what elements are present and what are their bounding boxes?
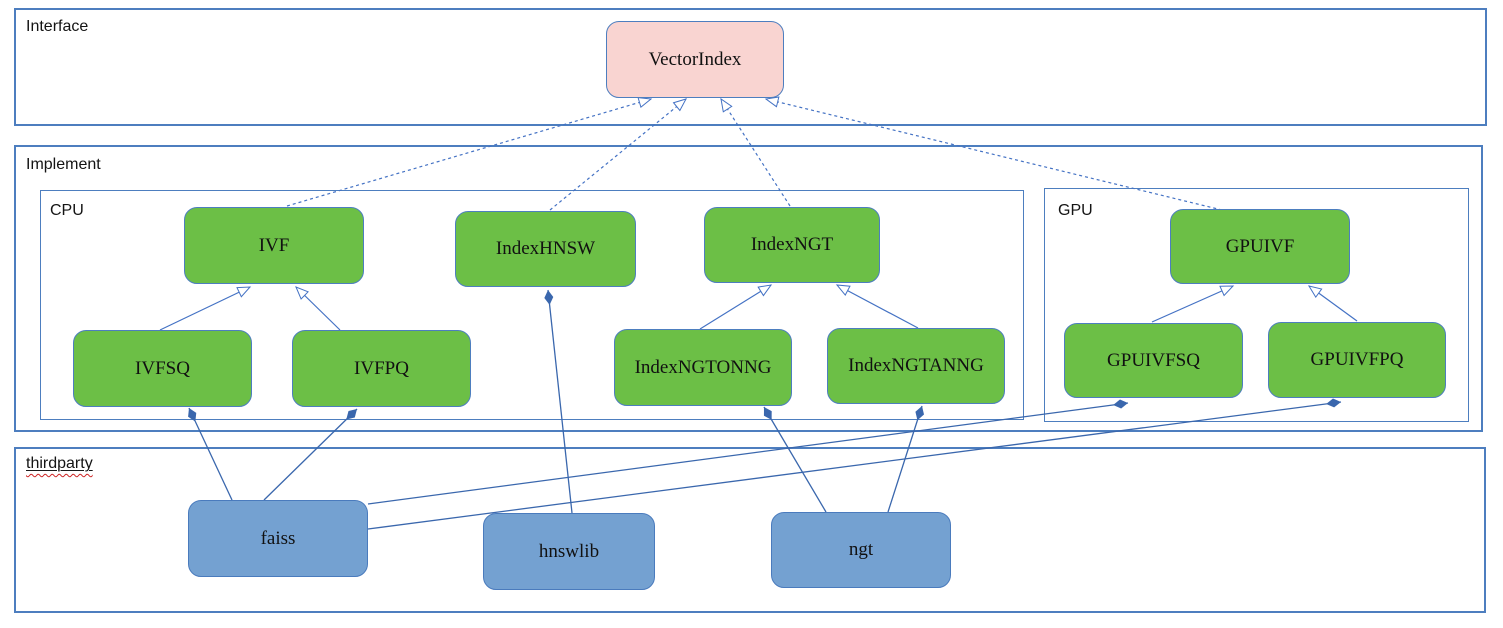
node-ivfsq-label: IVFSQ xyxy=(135,357,190,379)
container-thirdparty-label: thirdparty xyxy=(26,455,93,472)
node-ngt-label: ngt xyxy=(848,539,874,560)
node-ivf[interactable]: IVF xyxy=(184,207,364,284)
node-indexngtonng[interactable]: IndexNGTONNG xyxy=(614,329,792,406)
node-gpuivfpq-label: GPUIVFPQ xyxy=(1310,349,1404,370)
node-ngt[interactable]: ngt xyxy=(771,512,951,588)
container-cpu-label: CPU xyxy=(50,202,84,219)
node-faiss-label: faiss xyxy=(260,527,296,549)
node-gpuivfsq-label: GPUIVFSQ xyxy=(1107,349,1200,371)
node-ivfsq[interactable]: IVFSQ xyxy=(73,330,252,407)
node-indexngtanng[interactable]: IndexNGTANNG xyxy=(827,328,1005,404)
container-interface-label: Interface xyxy=(26,18,89,35)
node-gpuivfsq[interactable]: GPUIVFSQ xyxy=(1064,323,1243,398)
node-gpuivfpq[interactable]: GPUIVFPQ xyxy=(1268,322,1446,398)
node-faiss[interactable]: faiss xyxy=(188,500,368,577)
node-vectorindex[interactable]: VectorIndex xyxy=(606,21,784,98)
node-hnswlib[interactable]: hnswlib xyxy=(483,513,655,590)
node-indexngt-label: IndexNGT xyxy=(750,234,834,255)
node-ivfpq[interactable]: IVFPQ xyxy=(292,330,471,407)
node-hnswlib-label: hnswlib xyxy=(538,540,600,562)
node-indexhnsw[interactable]: IndexHNSW xyxy=(455,211,636,287)
container-implement-label: Implement xyxy=(26,156,101,173)
node-ivfpq-label: IVFPQ xyxy=(354,357,409,379)
node-gpuivf-label: GPUIVF xyxy=(1225,235,1295,257)
node-gpuivf[interactable]: GPUIVF xyxy=(1170,209,1350,284)
node-vectorindex-label: VectorIndex xyxy=(648,48,742,70)
node-indexngt[interactable]: IndexNGT xyxy=(704,207,880,283)
node-ivf-label: IVF xyxy=(258,234,290,256)
node-indexngtanng-label: IndexNGTANNG xyxy=(848,355,984,376)
node-indexngtonng-label: IndexNGTONNG xyxy=(634,356,772,378)
node-indexhnsw-label: IndexHNSW xyxy=(495,238,596,259)
container-gpu-label: GPU xyxy=(1058,202,1093,219)
